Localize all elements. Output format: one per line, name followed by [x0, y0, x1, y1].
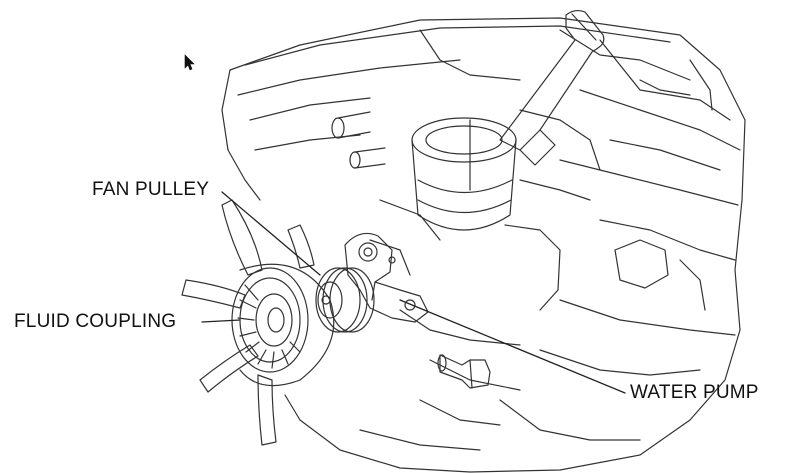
fluid-coupling-label: FLUID COUPLING — [14, 311, 177, 332]
mouse-cursor-icon — [184, 54, 195, 71]
fluid-coupling-leader-line — [201, 319, 241, 323]
water-pump — [344, 232, 429, 323]
engine-block — [221, 17, 746, 473]
oil-filter — [411, 117, 517, 231]
sensor-bolt — [437, 354, 491, 389]
fan-pulley-label: FAN PULLEY — [92, 179, 210, 200]
pipe-stubs — [331, 111, 386, 169]
fluid-coupling — [231, 263, 335, 387]
fan-pulley — [315, 267, 375, 333]
leader-lines — [201, 191, 626, 394]
fan-pulley-leader-line — [221, 191, 321, 276]
water-pump-leader-line — [399, 299, 626, 394]
fan-blades — [181, 199, 315, 446]
oil-filler-tube — [499, 9, 605, 166]
water-pump-label: WATER PUMP — [630, 382, 759, 403]
